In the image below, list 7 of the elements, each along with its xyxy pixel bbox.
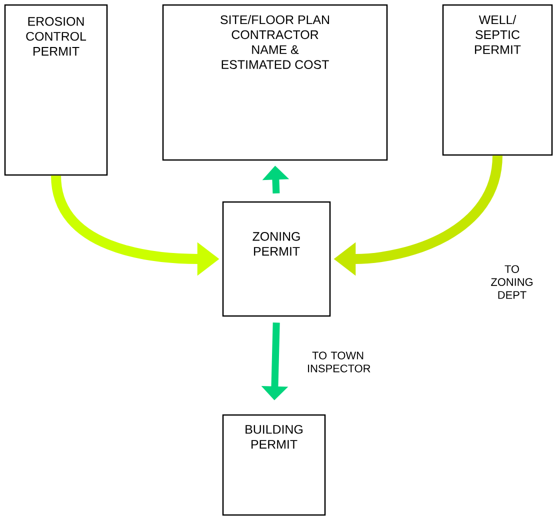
permit-box: BUILDING PERMIT <box>222 414 326 516</box>
permit-box: ZONING PERMIT <box>222 201 331 317</box>
permit-box: EROSION CONTROL PERMIT <box>4 4 108 176</box>
permit-box: SITE/FLOOR PLAN CONTRACTOR NAME & ESTIMATED COST <box>162 4 388 161</box>
edge-label: TO TOWN INSPECTOR <box>306 350 370 374</box>
edge-label: TO ZONING DEPT <box>488 264 536 300</box>
permit-box: WELL/ SEPTIC PERMIT <box>442 4 553 156</box>
